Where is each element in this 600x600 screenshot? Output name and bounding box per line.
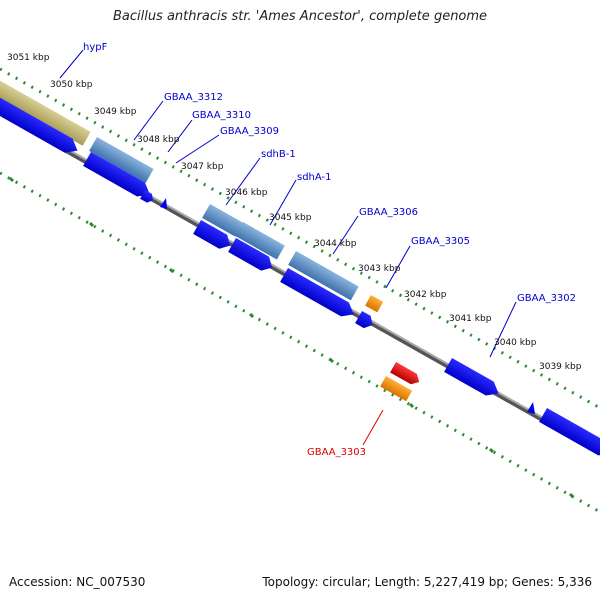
tick-label: 3041 kbp [449,314,492,324]
cds-small-arrow[interactable] [140,190,155,205]
tick-label: 3050 kbp [50,80,93,90]
gene-gbaa-3303[interactable] [380,376,413,402]
tick-label: 3049 kbp [94,107,137,117]
tick-label: 3051 kbp [7,53,50,63]
tick-label: 3047 kbp [181,162,224,172]
cds-small-arrow[interactable] [160,198,167,209]
gene-sdha-1[interactable] [235,222,285,260]
tick-label: 3045 kbp [269,213,312,223]
cds-arrow[interactable] [83,152,154,201]
gene-gbaa-3305[interactable] [365,295,384,313]
tick-label: 3048 kbp [137,135,180,145]
label-hypf[interactable]: hypF [83,42,108,53]
cds-arrow[interactable] [539,408,600,460]
cds-small-arrow[interactable] [527,402,535,414]
gene-hypf[interactable] [0,58,91,146]
accession-label: Accession: NC_007530 [9,575,146,589]
inner-major-ticks [8,176,575,499]
gene-gbaa-3312[interactable] [89,137,154,183]
genome-summary: Topology: circular; Length: 5,227,419 bp… [262,575,592,589]
label-leader-red [362,409,384,446]
cds-arrow[interactable] [193,220,234,253]
label-gbaa-3310[interactable]: GBAA_3310 [192,110,251,121]
tick-label: 3044 kbp [314,239,357,249]
cds-small-arrow[interactable] [355,311,376,331]
gene-gbaa-3306[interactable] [288,251,359,301]
tick-label: 3043 kbp [358,264,401,274]
outer-dotted-track [0,67,600,410]
gene-sdhb-1[interactable] [202,204,244,237]
tick-label: 3046 kbp [225,188,268,198]
label-gbaa-3303[interactable]: GBAA_3303 [307,447,366,458]
tick-label: 3042 kbp [404,290,447,300]
label-gbaa-3312[interactable]: GBAA_3312 [164,92,223,103]
label-sdha-1[interactable]: sdhA-1 [297,172,332,183]
cds-arrow[interactable] [228,238,276,275]
gene-gbaa-3303-red[interactable] [390,362,422,387]
cds-arrow[interactable] [280,268,358,321]
label-gbaa-3302[interactable]: GBAA_3302 [517,293,576,304]
label-gbaa-3306[interactable]: GBAA_3306 [359,207,418,218]
cds-arrow[interactable] [0,92,81,158]
label-gbaa-3305[interactable]: GBAA_3305 [411,236,470,247]
tick-label: 3039 kbp [539,362,582,372]
label-sdhb-1[interactable]: sdhB-1 [261,149,296,160]
gene-gbaa-3302[interactable] [444,358,502,400]
tick-label: 3040 kbp [494,338,537,348]
map-title: Bacillus anthracis str. 'Ames Ancestor',… [112,9,488,24]
label-gbaa-3309[interactable]: GBAA_3309 [220,126,279,137]
label-leaders [59,49,517,358]
